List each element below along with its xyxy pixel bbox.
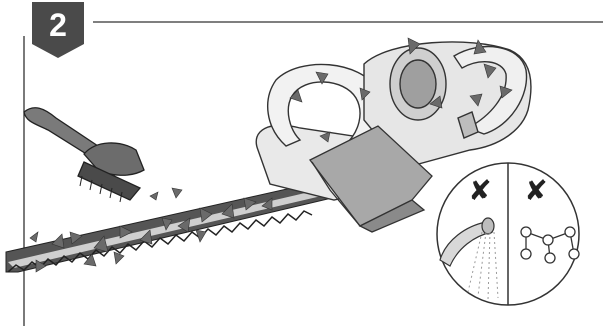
trimmer-blade — [6, 182, 332, 272]
cleaning-brush-icon — [24, 108, 144, 202]
step-number: 2 — [38, 4, 78, 46]
prohibited-mark-right: ✘ — [524, 174, 547, 207]
prohibited-mark-left: ✘ — [468, 174, 491, 207]
prohibition-callout: ✘ ✘ — [437, 163, 579, 305]
